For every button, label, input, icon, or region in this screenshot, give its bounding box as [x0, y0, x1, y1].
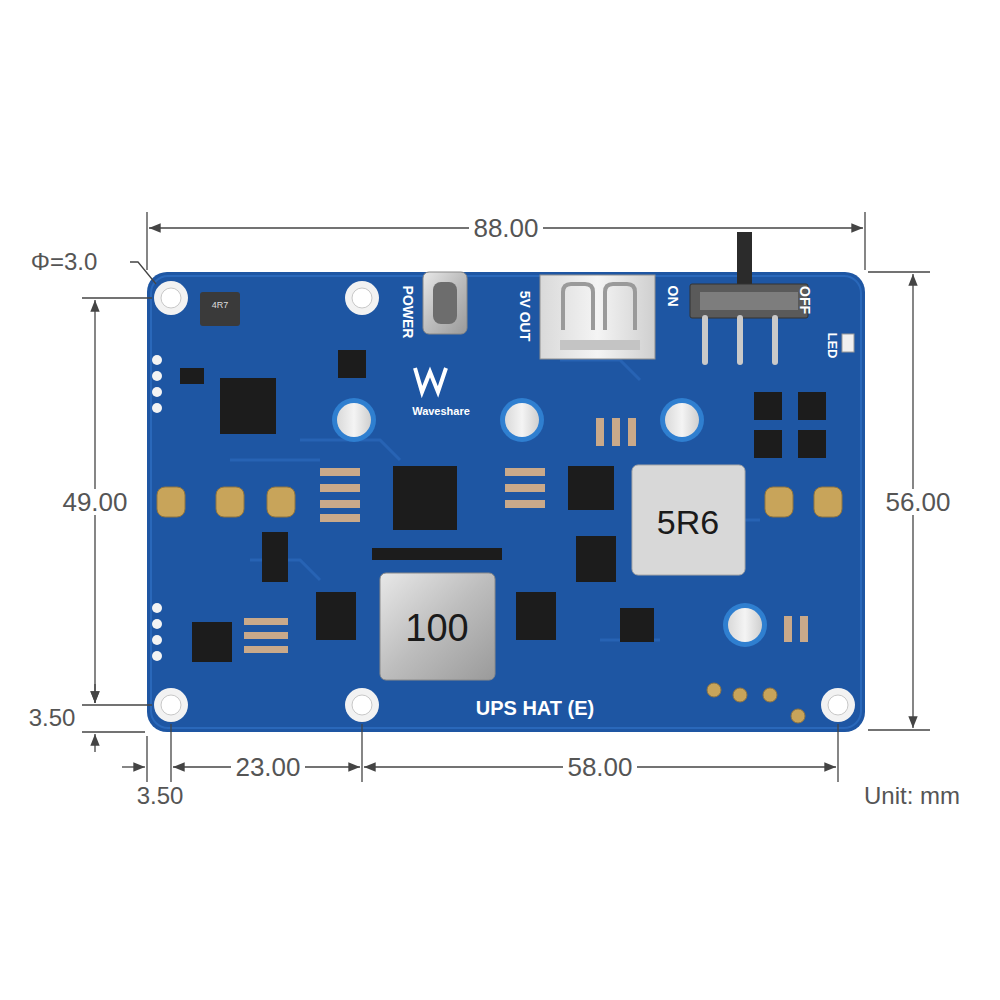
dimension-label: 3.50 — [137, 784, 184, 808]
switch-knob — [737, 232, 752, 292]
dimension-label: 88.00 — [469, 215, 542, 241]
silkscreen-label: OFF — [798, 286, 812, 314]
board-name: UPS HAT (E) — [476, 698, 595, 718]
logo-mark — [415, 368, 446, 392]
mounting-holes — [154, 281, 855, 722]
inductor-5r6 — [632, 465, 745, 575]
dimension-label: 49.00 — [58, 489, 131, 515]
silkscreen-label: ON — [665, 286, 679, 307]
indicator-leds — [152, 355, 162, 661]
inductor-marking: 5R6 — [657, 505, 719, 539]
dimension-lines — [82, 212, 930, 782]
usb-a-port — [540, 275, 655, 359]
silkscreen-label: LED — [826, 332, 839, 358]
slide-switch — [690, 284, 808, 318]
dimension-label: 23.00 — [231, 754, 304, 780]
dimension-label: 58.00 — [563, 754, 636, 780]
dimension-label: 3.50 — [29, 706, 76, 730]
inductor-marking: 100 — [405, 609, 468, 647]
small-inductor — [200, 292, 240, 326]
usb-c-port — [423, 272, 467, 334]
passives — [244, 418, 808, 653]
inductor-100 — [380, 573, 495, 680]
inductor-marking: 4R7 — [212, 301, 229, 310]
hole-diameter-label: Φ=3.0 — [31, 250, 98, 274]
unit-note: Unit: mm — [864, 784, 960, 808]
silkscreen-label: POWER — [401, 286, 415, 339]
chips — [180, 350, 826, 662]
brand-name: Waveshare — [412, 406, 470, 417]
silkscreen-label: 5V OUT — [518, 291, 532, 342]
pcb — [147, 272, 865, 732]
dimension-label: 56.00 — [881, 489, 954, 515]
